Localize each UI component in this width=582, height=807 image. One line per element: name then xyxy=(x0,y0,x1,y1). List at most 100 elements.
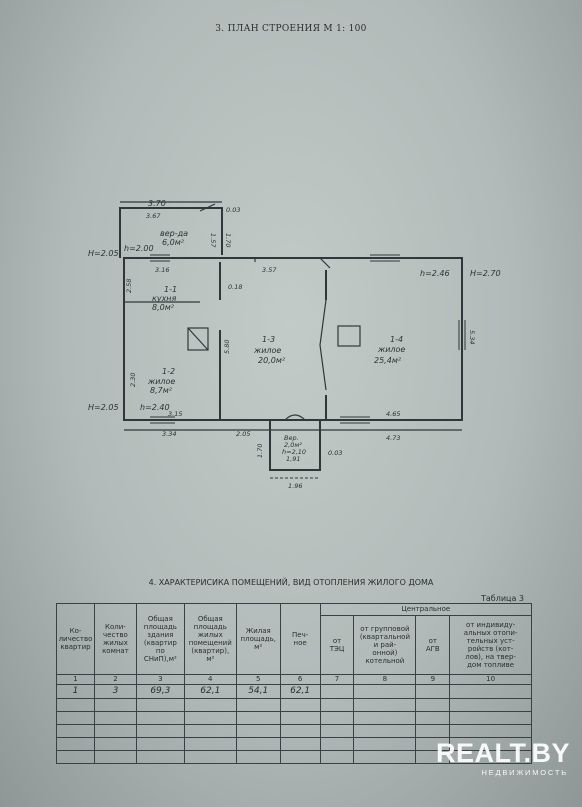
cell-rooms: 3 xyxy=(93,684,137,699)
header-group-boiler: от групповой (квартальной и рай- онной) … xyxy=(353,615,417,675)
table-row-empty xyxy=(56,698,532,712)
header-rooms: Коли- чество жилых комнат xyxy=(93,603,137,675)
cell-group-boiler xyxy=(353,684,417,699)
veranda-door xyxy=(199,203,216,212)
room-vest-dim: 1,91 xyxy=(286,455,300,463)
table-row-empty xyxy=(56,750,532,764)
dim-vest-right: 0.03 xyxy=(328,449,342,457)
dim-vest-bottom: 1.96 xyxy=(288,482,302,490)
stove xyxy=(187,327,209,351)
col-num: 2 xyxy=(93,674,137,685)
header-living-premises-area: Общая площадь жилых помещений (квартир),… xyxy=(183,603,237,675)
table-label: Таблица 3 xyxy=(480,594,524,603)
header-living-area: Жилая площадь, м² xyxy=(235,603,281,675)
door-mark-2 xyxy=(319,257,331,269)
cell-apartments: 1 xyxy=(56,684,95,699)
dim-H-left-top: H=2.05 xyxy=(88,249,119,258)
col-num: 10 xyxy=(449,674,532,685)
watermark-subtitle: НЕДВИЖИМОСТЬ xyxy=(481,768,568,777)
room-vest-name: Вер. xyxy=(284,434,299,442)
room-1-3-name: 1-3 xyxy=(262,335,275,344)
dim-vest-left: 1.70 xyxy=(256,444,264,458)
dim-h-left: h=2.00 xyxy=(124,244,154,253)
header-apartments: Ко- личество квартир xyxy=(56,603,95,675)
header-tets: от ТЭЦ xyxy=(319,615,355,675)
dim-veranda-top: 3.70 xyxy=(148,199,166,208)
windows xyxy=(150,254,466,424)
dim-room14-height: 5.34 xyxy=(468,330,476,344)
room-1-2-name: 1-2 xyxy=(162,367,175,376)
room-1-1-desc: кухня xyxy=(152,294,177,303)
watermark-logo: REALT.BY xyxy=(435,738,570,768)
col-num: 7 xyxy=(319,674,355,685)
cell-agv xyxy=(415,684,451,699)
header-total-area: Общая площадь здания (квартир по СНиП),м… xyxy=(135,603,185,675)
dim-bottom-left: 3.34 xyxy=(162,430,176,438)
room-vest-height: h=2,10 xyxy=(282,448,306,456)
room-1-2-desc: жилое xyxy=(147,377,175,386)
dim-H-right: H=2.70 xyxy=(470,269,501,278)
floor-plan: 3.70 3.67 0.03 вер-да 6,0м² 1.57 1.70 H=… xyxy=(88,199,501,490)
table-row-empty xyxy=(56,724,532,738)
col-num: 5 xyxy=(235,674,281,685)
header-individual: от индивиду- альных отопи- тельных уст- … xyxy=(449,615,532,675)
dim-bottom-right: 4.73 xyxy=(386,434,400,442)
cell-total-area: 69,3 xyxy=(135,684,185,699)
dim-room14-width: 4.65 xyxy=(386,410,400,418)
cell-living-area: 54,1 xyxy=(235,684,281,699)
dim-veranda-h2: 1.70 xyxy=(224,233,232,247)
inner-wall-d xyxy=(319,299,327,391)
table-row-empty xyxy=(56,737,532,751)
plan-title: 3. ПЛАН СТРОЕНИЯ М 1: 100 xyxy=(215,24,367,34)
cell-tets xyxy=(319,684,355,699)
dim-veranda-inner: 3.67 xyxy=(146,212,161,220)
section-title: 4. ХАРАКТЕРИСИКА ПОМЕЩЕНИЙ, ВИД ОТОПЛЕНИ… xyxy=(148,578,434,587)
vestibule-door xyxy=(284,414,306,421)
header-central: Центральное xyxy=(319,603,533,616)
veranda-walls xyxy=(119,207,223,258)
premises-table: Ко- личество квартир Коли- чество жилых … xyxy=(56,603,533,764)
dim-kitchen-to-room: 0.18 xyxy=(228,283,242,291)
header-agv: от АГВ xyxy=(415,615,451,675)
vestibule-walls xyxy=(269,420,321,471)
veranda-block xyxy=(119,203,223,258)
column-numbers-row: 1 2 3 4 5 6 7 8 9 10 xyxy=(56,674,532,685)
col-num: 4 xyxy=(183,674,237,685)
dim-veranda-right: 0.03 xyxy=(226,206,240,214)
col-num: 9 xyxy=(415,674,451,685)
stove-2 xyxy=(337,325,361,347)
cell-living-premises-area: 62,1 xyxy=(183,684,237,699)
room-1-1-area: 8,0м² xyxy=(152,303,175,312)
house-outline xyxy=(123,257,463,421)
room-1-4-desc: жилое xyxy=(377,345,405,354)
dim-room12-height: 2.30 xyxy=(129,373,137,387)
dim-kitchen-width: 3.16 xyxy=(155,266,169,274)
room-veranda-name: вер-да xyxy=(160,229,188,238)
dim-h-room12: h=2.40 xyxy=(140,403,170,412)
col-num: 8 xyxy=(353,674,417,685)
header-stove: Печ- ное xyxy=(279,603,321,675)
cell-stove: 62,1 xyxy=(279,684,321,699)
room-1-4-area: 25,4м² xyxy=(374,356,402,365)
room-1-1-name: 1-1 xyxy=(164,285,177,294)
stove-mark xyxy=(187,327,209,351)
room-veranda-area: 6,0м² xyxy=(162,238,185,247)
dim-kitchen-height: 2.58 xyxy=(125,279,133,293)
dim-veranda-h1: 1.57 xyxy=(209,233,217,248)
dim-bottom-mid: 2.05 xyxy=(236,430,250,438)
room-1-4-name: 1-4 xyxy=(390,335,403,344)
room-1-3-area: 20,0м² xyxy=(258,356,286,365)
room-1-3-desc: жилое xyxy=(253,346,281,355)
table-row-empty xyxy=(56,711,532,725)
dim-room13-width: 3.57 xyxy=(262,266,277,274)
table-row: 1 3 69,3 62,1 54,1 62,1 xyxy=(56,684,532,699)
dim-H-left-bottom: H=2.05 xyxy=(88,403,119,412)
dim-room12-width: 3.15 xyxy=(168,410,182,418)
room-1-2-area: 8,7м² xyxy=(150,386,173,395)
cell-individual xyxy=(449,684,532,699)
col-num: 1 xyxy=(56,674,95,685)
dim-room13-height: 5.80 xyxy=(223,340,231,354)
room-vest-area: 2,0м² xyxy=(284,441,302,449)
col-num: 3 xyxy=(135,674,185,685)
col-num: 6 xyxy=(279,674,321,685)
